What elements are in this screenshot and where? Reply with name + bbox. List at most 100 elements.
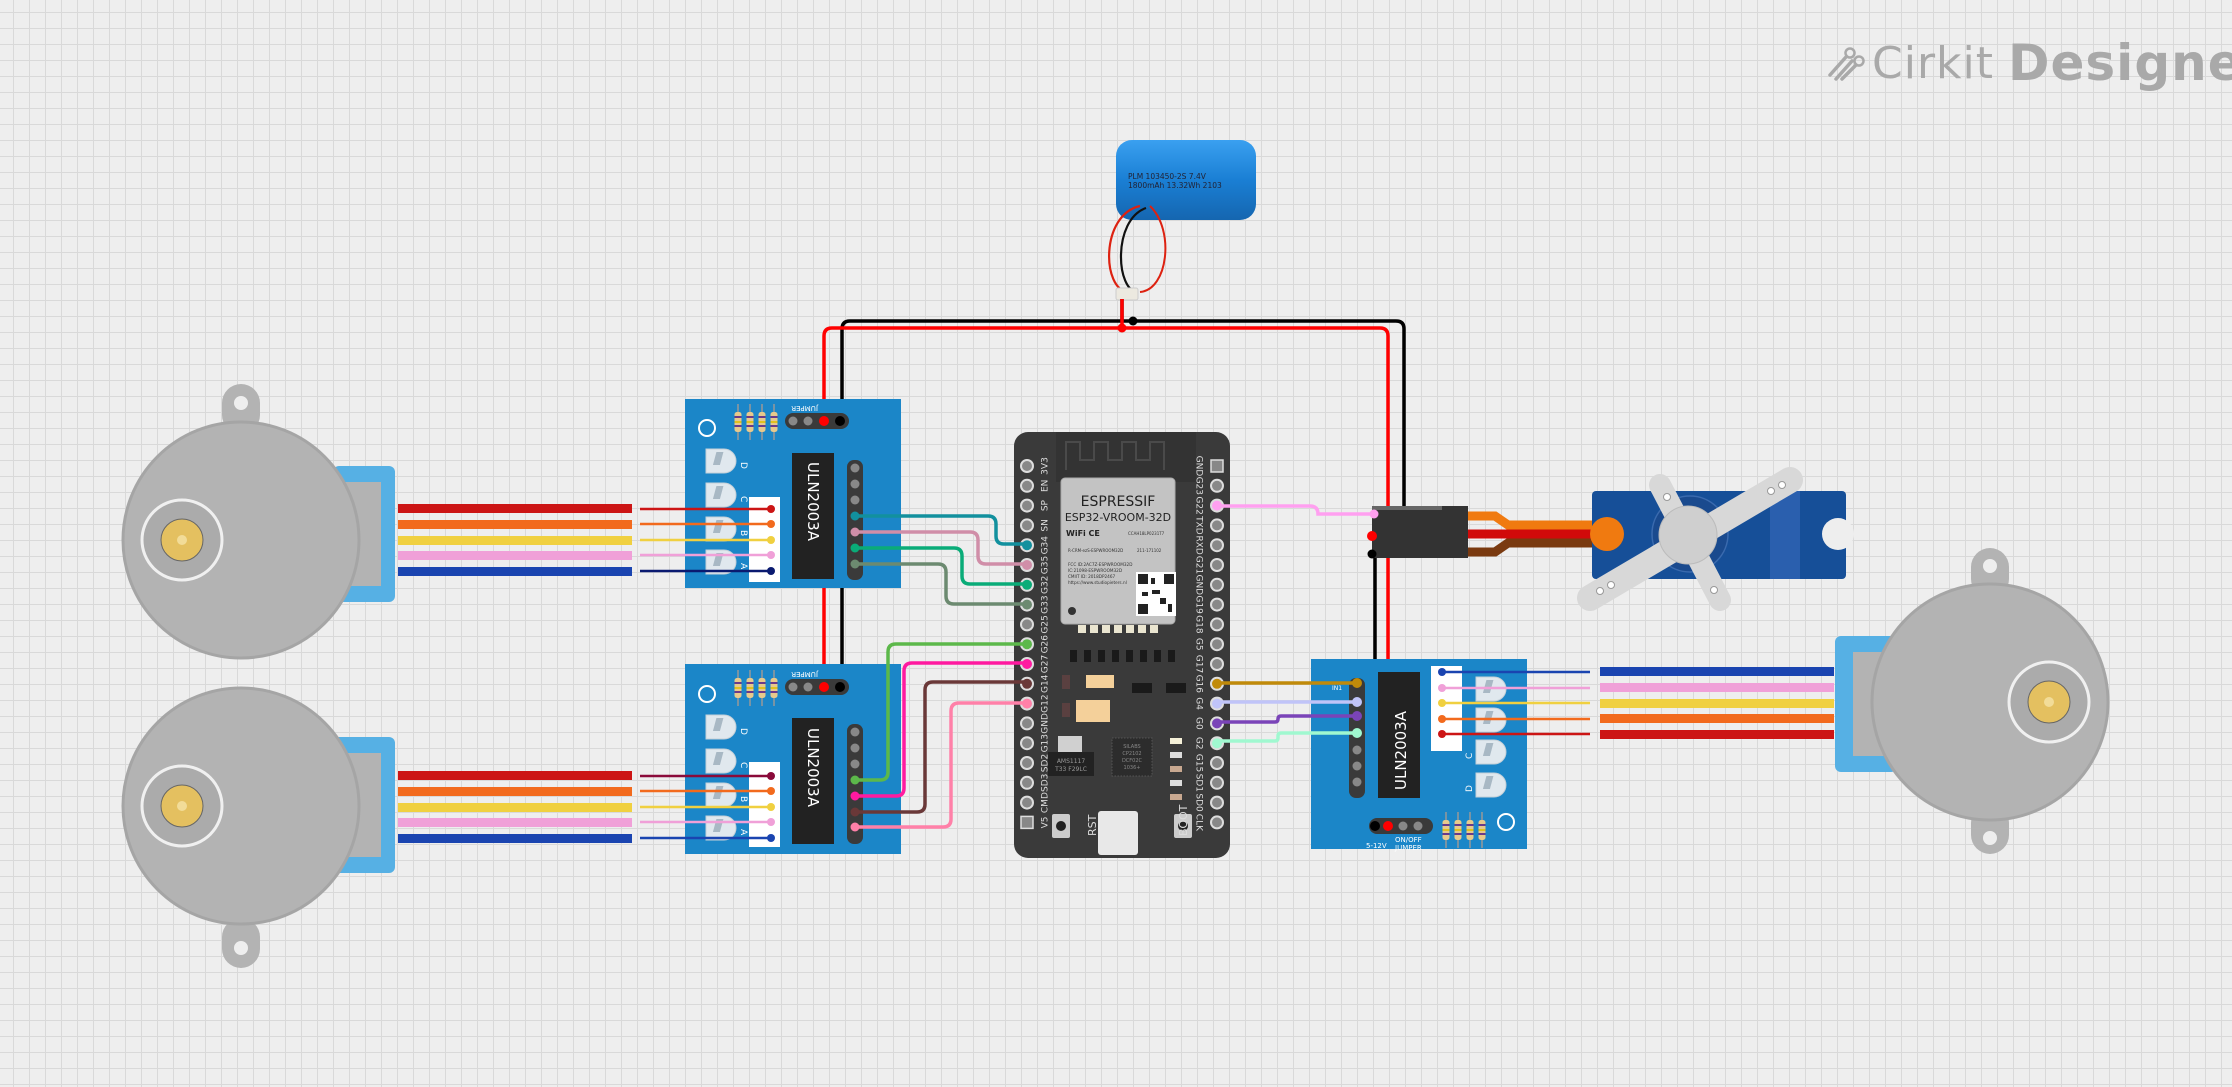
esp32-pin-sd0[interactable] — [1210, 795, 1224, 810]
jumper-label: JUMPER — [1394, 844, 1422, 852]
chip-label: ULN2003A — [1392, 710, 1410, 790]
esp32-pin-label: CMD — [1041, 792, 1051, 813]
esp32-pin-g2[interactable] — [1210, 736, 1224, 751]
motor-lead-pin — [767, 505, 775, 513]
esp32-pin-label: G23 — [1194, 477, 1204, 495]
qr-code-icon — [1138, 574, 1174, 614]
esp32-pin-label: SP — [1041, 499, 1051, 511]
esp32-pin-label: G22 — [1194, 496, 1204, 514]
power-wire-right[interactable] — [1120, 299, 1390, 827]
capacitor — [1076, 700, 1110, 722]
esp32-pin-3v3[interactable] — [1020, 459, 1034, 473]
esp32-pin-sp[interactable] — [1020, 498, 1034, 513]
voltage-regulator — [1048, 752, 1094, 776]
esp32-pin-gnd[interactable] — [1020, 716, 1034, 731]
stepper-motor-top-left[interactable] — [121, 384, 395, 660]
esp32-pin-label: G34 — [1041, 536, 1051, 555]
esp32-pin-sd3[interactable] — [1020, 775, 1034, 790]
led-label-a: A — [738, 829, 748, 836]
signal-wires[interactable] — [853, 504, 1376, 829]
regulator-code: T33 F29LC — [1054, 766, 1087, 773]
led-label-b: B — [738, 530, 748, 536]
esp32-pin-v5[interactable] — [1020, 815, 1034, 830]
power-wires[interactable] — [822, 299, 1406, 827]
esp32-pin-rxd[interactable] — [1210, 538, 1224, 553]
esp32-pin-gnd[interactable] — [1210, 459, 1224, 473]
servo-motor[interactable] — [1372, 467, 1854, 611]
uln2003-driver-right[interactable]: IN1 ULN2003A C D 5-12V ON/OFF JUMPER — [1311, 659, 1527, 852]
esp32-pin-label: G13 — [1041, 734, 1051, 752]
esp32-pin-label: CLK — [1194, 814, 1204, 832]
esp32-pin-gnd[interactable] — [1210, 577, 1224, 592]
esp32-module-name: ESP32-VROOM-32D — [1065, 511, 1171, 524]
esp32-pin-sd1[interactable] — [1210, 775, 1224, 790]
kc-id: R-CRM-ezS-ESPWROOM32D — [1068, 548, 1123, 553]
esp32-pin-label: GND — [1041, 713, 1051, 734]
url-text: https://www.studiopieters.nl — [1068, 580, 1127, 585]
servo-power-junctions — [1367, 509, 1379, 559]
esp32-pin-g5[interactable] — [1210, 637, 1224, 652]
esp32-pin-g18[interactable] — [1210, 617, 1224, 632]
esp32-pin-g23[interactable] — [1210, 478, 1224, 493]
wire-endpoints — [640, 505, 1590, 842]
motor-connector — [1431, 666, 1462, 751]
led-label-d: D — [738, 728, 748, 735]
led-label-c: C — [1465, 753, 1475, 759]
stepper-wires-right — [1600, 667, 1834, 739]
battery[interactable]: PLM 103450-2S 7.4V 1800mAh 13.32Wh 2103 — [1108, 140, 1256, 301]
usb-port[interactable] — [1098, 811, 1138, 855]
stepper-motor-right[interactable] — [1835, 548, 2110, 854]
esp32-pin-cmd[interactable] — [1020, 795, 1034, 810]
esp32-pin-clk[interactable] — [1210, 815, 1224, 830]
esp32-pin-g15[interactable] — [1210, 756, 1224, 770]
battery-black-lead — [1119, 206, 1147, 294]
esp32-pin-g21[interactable] — [1210, 558, 1224, 572]
esp32-pin-sn[interactable] — [1020, 518, 1034, 533]
esp32-pin-label: G18 — [1194, 615, 1204, 634]
esp32-pin-label: G16 — [1194, 675, 1204, 694]
ground-wire-right[interactable] — [1122, 319, 1406, 827]
esp32-pin-en[interactable] — [1020, 478, 1034, 493]
esp32-pin-txd[interactable] — [1210, 518, 1224, 533]
esp32-pin-g19[interactable] — [1210, 597, 1224, 612]
led-label-a: A — [738, 563, 748, 570]
esp32-devkit[interactable]: ESPRESSIF ESP32-VROOM-32D WiFi CE CCAH18… — [1014, 432, 1230, 858]
esp32-pin-g13[interactable] — [1020, 736, 1034, 751]
uln2003-driver-top-left[interactable]: JUMPER D C B A ULN2003A — [685, 399, 901, 588]
led-label-b: B — [738, 796, 748, 802]
power-logo-icon — [698, 419, 716, 437]
motor-lead-pin — [767, 787, 775, 795]
chip-label: ULN2003A — [804, 462, 822, 542]
app-logo: Cirkit Designer — [1826, 34, 2232, 92]
voltage-label: 5-12V — [1366, 842, 1387, 850]
motor-lead-pin — [1438, 715, 1446, 723]
power-wire-left[interactable] — [822, 326, 1122, 686]
motor-lead-pin — [767, 551, 775, 559]
usb-chip-brand: SILABS — [1123, 744, 1141, 750]
esp32-pin-label: G26 — [1041, 635, 1051, 654]
esp32-pin-sd2[interactable] — [1020, 756, 1034, 770]
power-logo-icon — [1497, 813, 1515, 831]
usb-chip-date: 1036+ — [1124, 765, 1141, 771]
esp32-pin-label: SN — [1041, 519, 1051, 531]
motor-lead-pin — [767, 520, 775, 528]
antenna-trace-icon — [1065, 441, 1165, 470]
tele-id: 211-171102 — [1137, 548, 1162, 553]
esp32-pin-label: V5 — [1041, 816, 1051, 828]
uln2003-driver-bottom-left[interactable]: JUMPER D C B A ULN2003A — [685, 664, 901, 854]
esp32-pin-g25[interactable] — [1020, 617, 1034, 632]
motor-lead-pin — [767, 834, 775, 842]
stepper-motor-bottom-left[interactable] — [121, 686, 395, 968]
motor-lead-pin — [1438, 684, 1446, 692]
brand-name-light: Cirkit — [1872, 37, 1994, 89]
esp32-pin-g14[interactable] — [1020, 676, 1034, 691]
esp32-pin-label: G12 — [1041, 694, 1051, 712]
esp32-pin-g17[interactable] — [1210, 657, 1224, 671]
motor-lead-pin — [767, 818, 775, 826]
motor-lead-pin — [767, 567, 775, 575]
boot-label: BOOT — [1177, 804, 1190, 836]
circuit-traces-icon — [1828, 47, 1865, 81]
esp32-pin-label: GND — [1194, 574, 1204, 595]
input-label-in1: IN1 — [1332, 685, 1342, 692]
